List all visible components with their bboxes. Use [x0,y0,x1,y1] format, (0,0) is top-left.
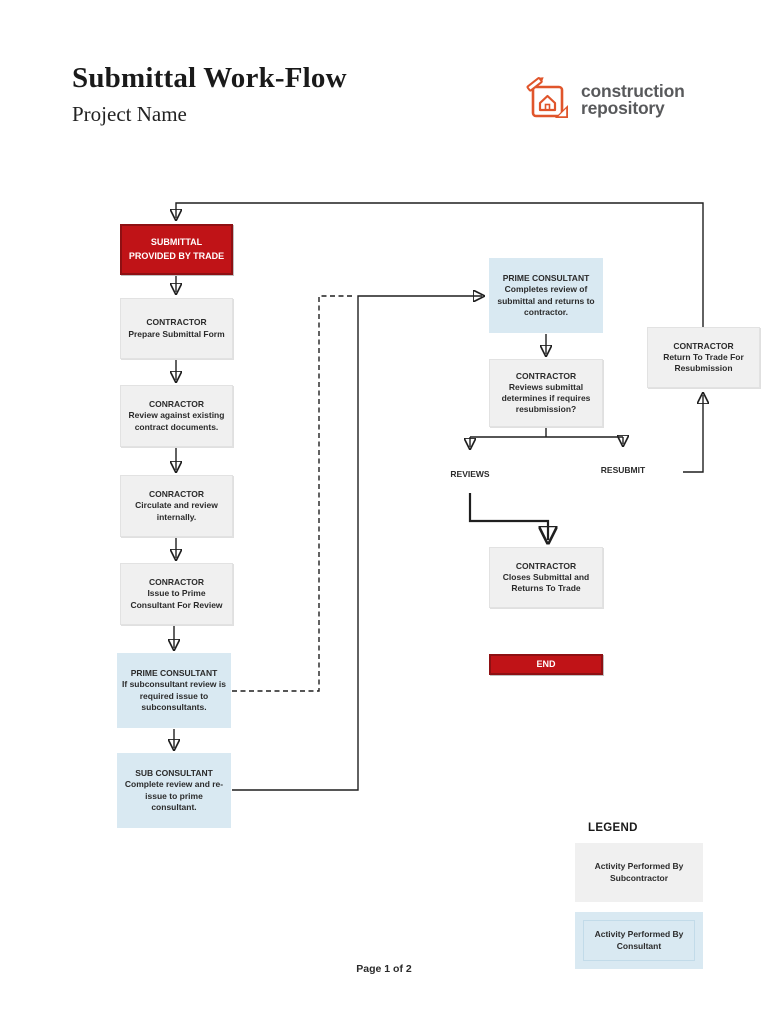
flow-node-return-to-trade: CONTRACTOR Return To Trade For Resubmiss… [647,327,760,388]
flow-node-circulate-review: CONRACTOR Circulate and review internall… [120,475,233,537]
node-title: SUBMITTAL PROVIDED BY TRADE [128,237,225,261]
flow-node-prime-consultant-subreview: PRIME CONSULTANT If subconsultant review… [117,653,231,728]
flow-node-contractor-reviews-submittal: CONTRACTOR Reviews submittal determines … [489,359,603,427]
node-body: Prepare Submittal Form [128,328,225,339]
construction-repository-logo: construction repository [525,76,725,124]
logo-wordmark: construction repository [581,81,685,118]
flow-node-end: END [489,654,603,675]
connector-resubmit-return [683,395,703,473]
page-title: Submittal Work-Flow [72,62,347,94]
node-title: PRIME CONSULTANT [130,668,218,679]
node-title: CONRACTOR [148,399,205,410]
node-body: Circulate and review internally. [135,500,218,522]
branch-label-resubmit: RESUBMIT [600,465,646,475]
connector-dashed-primesub-bypass [232,295,355,692]
node-body: Completes review of submittal and return… [497,284,595,317]
node-title: CONTRACTOR [515,560,577,571]
legend-item-label: Activity Performed By Consultant [583,920,695,961]
branch-label-reviews: REVIEWS [450,469,490,479]
legend-item-label: Activity Performed By Subcontractor [594,861,684,883]
node-body: Issue to Prime Consultant For Review [130,588,223,610]
node-body: Return To Trade For Resubmission [663,351,744,374]
flow-node-issue-to-prime: CONRACTOR Issue to Prime Consultant For … [120,563,233,625]
node-body: Reviews submittal determines if requires… [501,381,591,415]
node-body: Complete review and re-issue to prime co… [124,779,224,812]
flow-node-prime-completes-review: PRIME CONSULTANT Completes review of sub… [489,258,603,333]
node-title: CONRACTOR [148,577,205,588]
node-title: SUB CONSULTANT [135,768,213,779]
logo-house-icon [526,77,568,118]
page-number: Page 1 of 2 [356,963,412,975]
flow-node-review-against-contract: CONRACTOR Review against existing contra… [120,385,233,447]
node-title: CONTRACTOR [673,340,734,351]
flow-node-submittal-provided-by-trade: SUBMITTAL PROVIDED BY TRADE [120,224,233,275]
legend-title: LEGEND [588,822,638,834]
flow-node-sub-consultant-review: SUB CONSULTANT Complete review and re-is… [117,753,231,828]
flow-node-closes-submittal: CONTRACTOR Closes Submittal and Returns … [489,547,603,608]
flow-node-prepare-submittal-form: CONTRACTOR Prepare Submittal Form [120,298,233,359]
connector-feedback-to-start [176,202,704,327]
logo-word-line1: construction [581,81,685,102]
node-body: Closes Submittal and Returns To Trade [502,571,590,594]
node-body: If subconsultant review is required issu… [122,679,226,712]
node-title: END [536,658,556,669]
node-title: CONTRACTOR [515,370,577,381]
node-title: CONRACTOR [148,489,205,500]
node-title: CONTRACTOR [146,317,207,328]
connector-reviews-closes [468,493,548,540]
node-title: PRIME CONSULTANT [502,273,590,284]
legend-item-subcontractor: Activity Performed By Subcontractor [575,843,703,902]
connector-subconsultant-primecompletes [232,296,482,791]
legend-item-consultant: Activity Performed By Consultant [575,912,703,969]
page-subtitle: Project Name [72,102,187,126]
logo-word-line2: repository [581,98,665,118]
node-body: Review against existing contract documen… [128,410,225,432]
